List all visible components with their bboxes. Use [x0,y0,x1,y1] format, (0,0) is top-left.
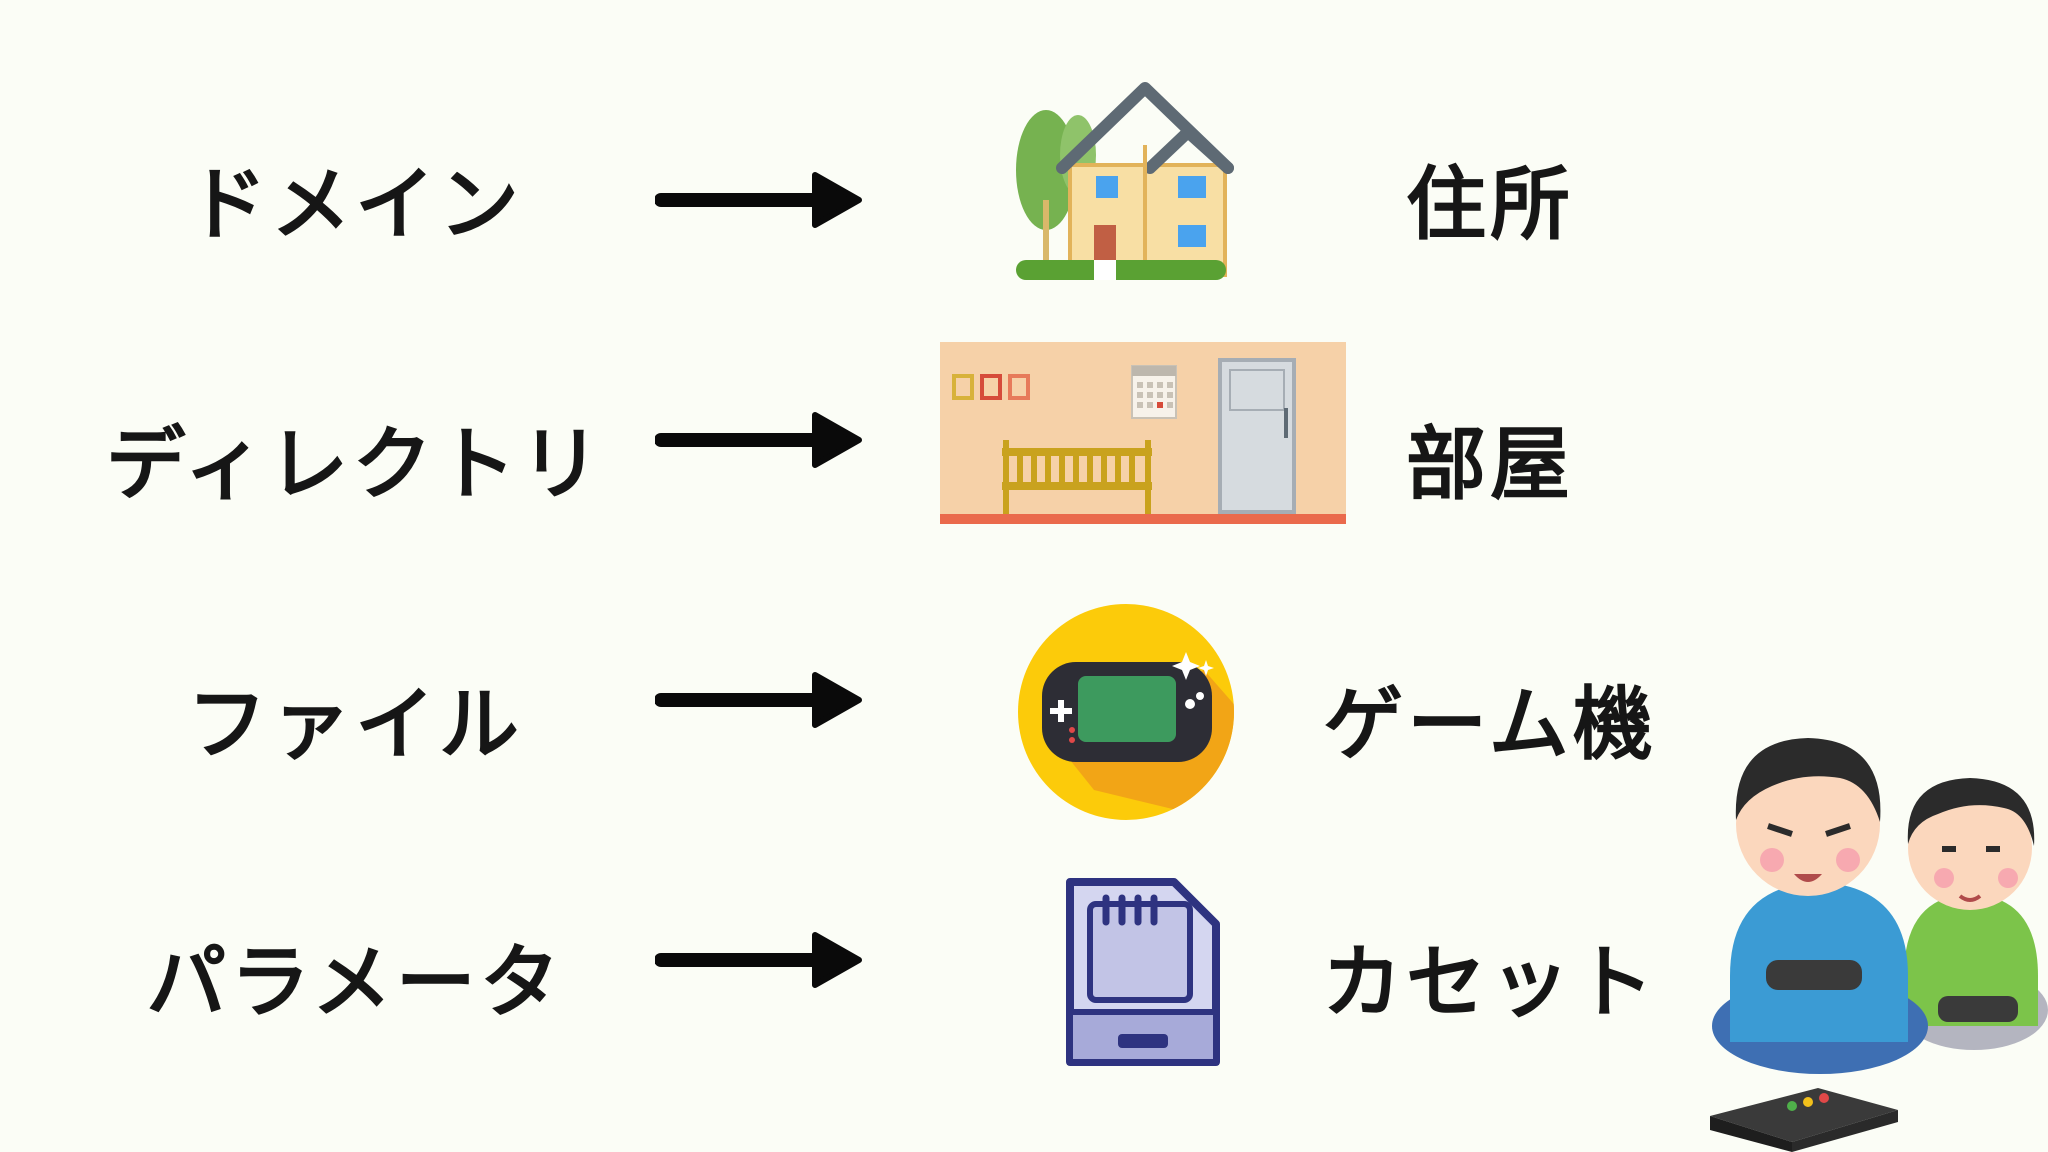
term-parameter: パラメータ [146,936,564,1029]
house-icon [1016,82,1234,280]
term-directory: ディレクトリ [105,418,605,511]
term-domain: ドメイン [187,158,523,251]
arrow-icon [655,412,862,468]
term-file: ファイル [187,678,523,771]
analogy-cartridge: カセット [1322,936,1658,1029]
arrow-icon [655,672,862,728]
analogy-room: 部屋 [1406,418,1574,511]
analogy-game-console: ゲーム機 [1323,678,1657,771]
analogy-address: 住所 [1406,158,1574,251]
children-playing-games-icon [1710,738,2048,1152]
game-cartridge-icon [1066,878,1220,1066]
arrow-icon [655,932,862,988]
room-icon [940,342,1346,524]
arrow-icon [655,172,862,228]
game-console-icon [1018,604,1234,820]
